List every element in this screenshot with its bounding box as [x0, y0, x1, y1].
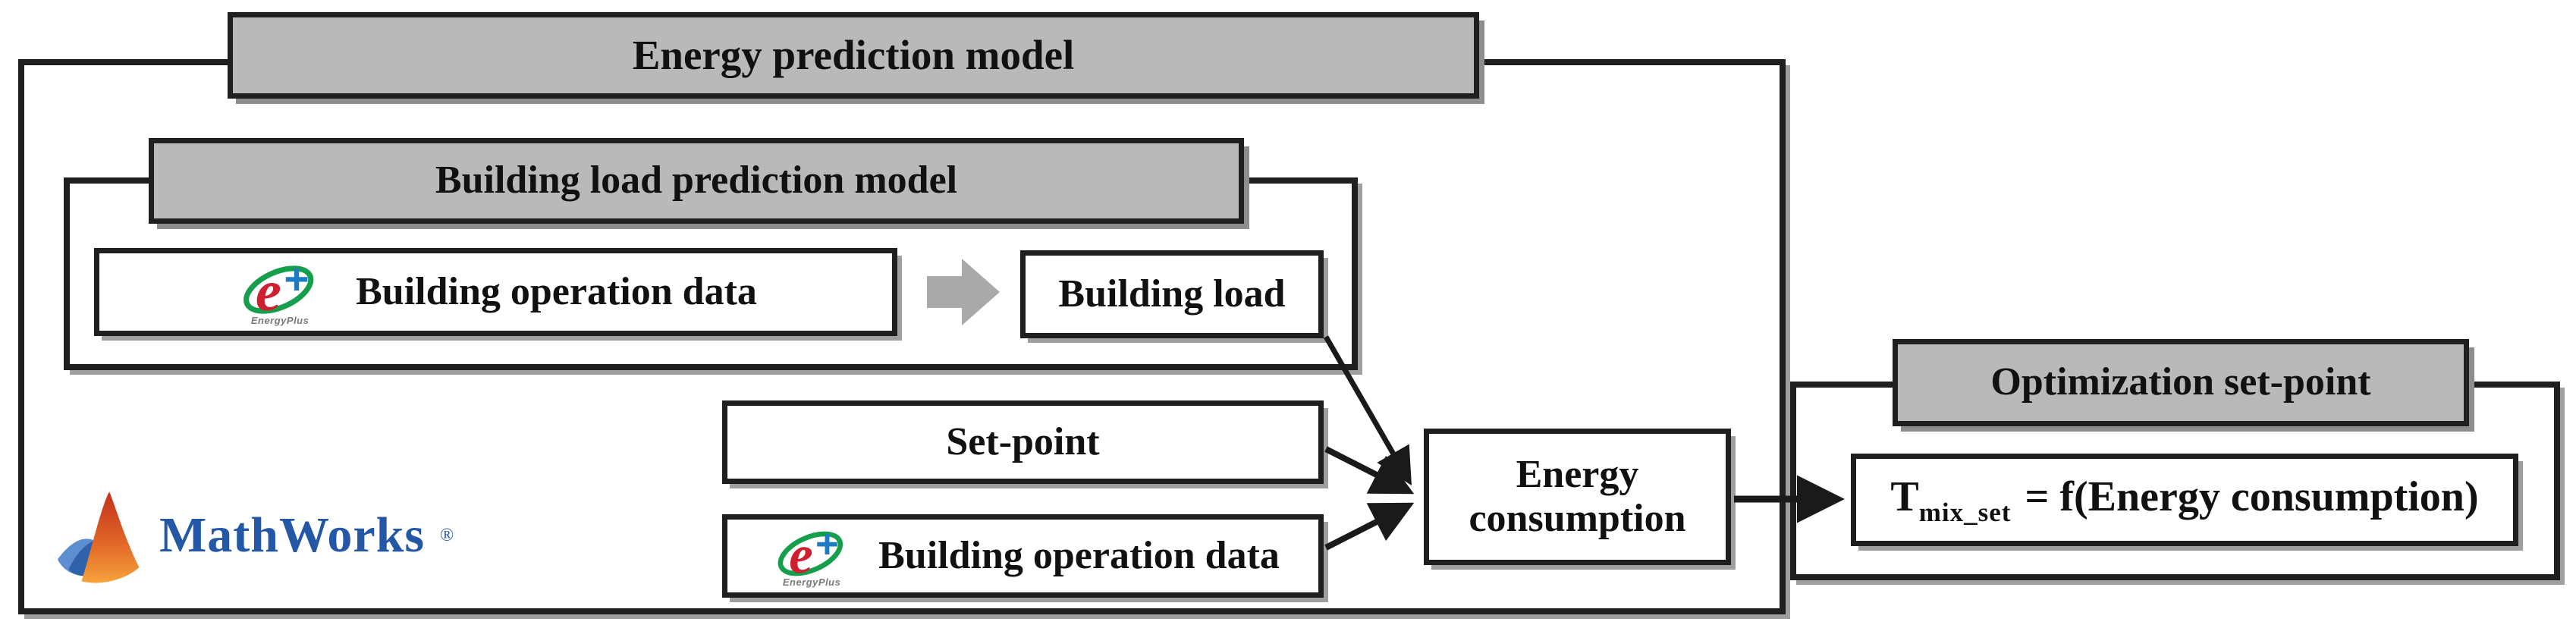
energy-consumption-box: Energy consumption — [1424, 429, 1731, 565]
tmix-formula: Tmix_set = f(Energy consumption) — [1890, 473, 2478, 528]
formula-subscript: mix_set — [1918, 497, 2012, 527]
energyplus-swoosh — [778, 531, 843, 576]
mathworks-membrane-icon — [57, 492, 140, 583]
building-load-box: Building load — [1020, 250, 1324, 338]
building-operation-data-top-label: Building operation data — [356, 269, 757, 313]
energyplus-plus-glyph: + — [284, 259, 309, 303]
building-load-label: Building load — [1058, 272, 1286, 316]
energyplus-e-glyph: e — [789, 525, 813, 582]
formula-expression: = f(Energy consumption) — [2025, 473, 2479, 520]
building-operation-data-bottom-box: + e EnergyPlus Building operation data — [722, 514, 1324, 598]
energyplus-logo: + e EnergyPlus — [766, 525, 857, 588]
mathworks-logo: MathWorks ® — [55, 485, 454, 586]
building-load-prediction-title: Building load prediction model — [435, 159, 958, 203]
optimization-set-point-title-box: Optimization set-point — [1893, 339, 2469, 426]
energyplus-plus-glyph: + — [815, 525, 839, 567]
tmix-formula-box: Tmix_set = f(Energy consumption) — [1851, 454, 2518, 546]
energyplus-icon: + e — [243, 259, 314, 321]
energy-consumption-label-line2: consumption — [1469, 497, 1686, 540]
energyplus-caption: EnergyPlus — [782, 576, 841, 588]
optimization-set-point-title: Optimization set-point — [1990, 360, 2371, 404]
energyplus-caption: EnergyPlus — [250, 314, 309, 326]
set-point-label: Set-point — [946, 419, 1100, 463]
registered-trademark-icon: ® — [440, 525, 454, 545]
mathworks-flame-peak — [81, 492, 140, 583]
energy-consumption-label-line1: Energy — [1516, 452, 1639, 496]
energyplus-icon: + e — [778, 525, 843, 583]
set-point-box: Set-point — [722, 400, 1324, 484]
formula-t-symbol: T — [1890, 473, 1919, 520]
energyplus-logo: + e EnergyPlus — [234, 259, 325, 326]
energy-prediction-title-box: Energy prediction model — [228, 12, 1479, 99]
energy-prediction-title: Energy prediction model — [632, 32, 1075, 79]
energyplus-swoosh — [243, 265, 314, 314]
building-load-prediction-title-box: Building load prediction model — [149, 138, 1244, 224]
mathworks-wordmark: MathWorks — [159, 507, 426, 563]
building-operation-data-bottom-label: Building operation data — [878, 533, 1280, 577]
energyplus-e-glyph: e — [256, 259, 281, 321]
building-operation-data-top-box: + e EnergyPlus Building operation data — [94, 248, 897, 336]
